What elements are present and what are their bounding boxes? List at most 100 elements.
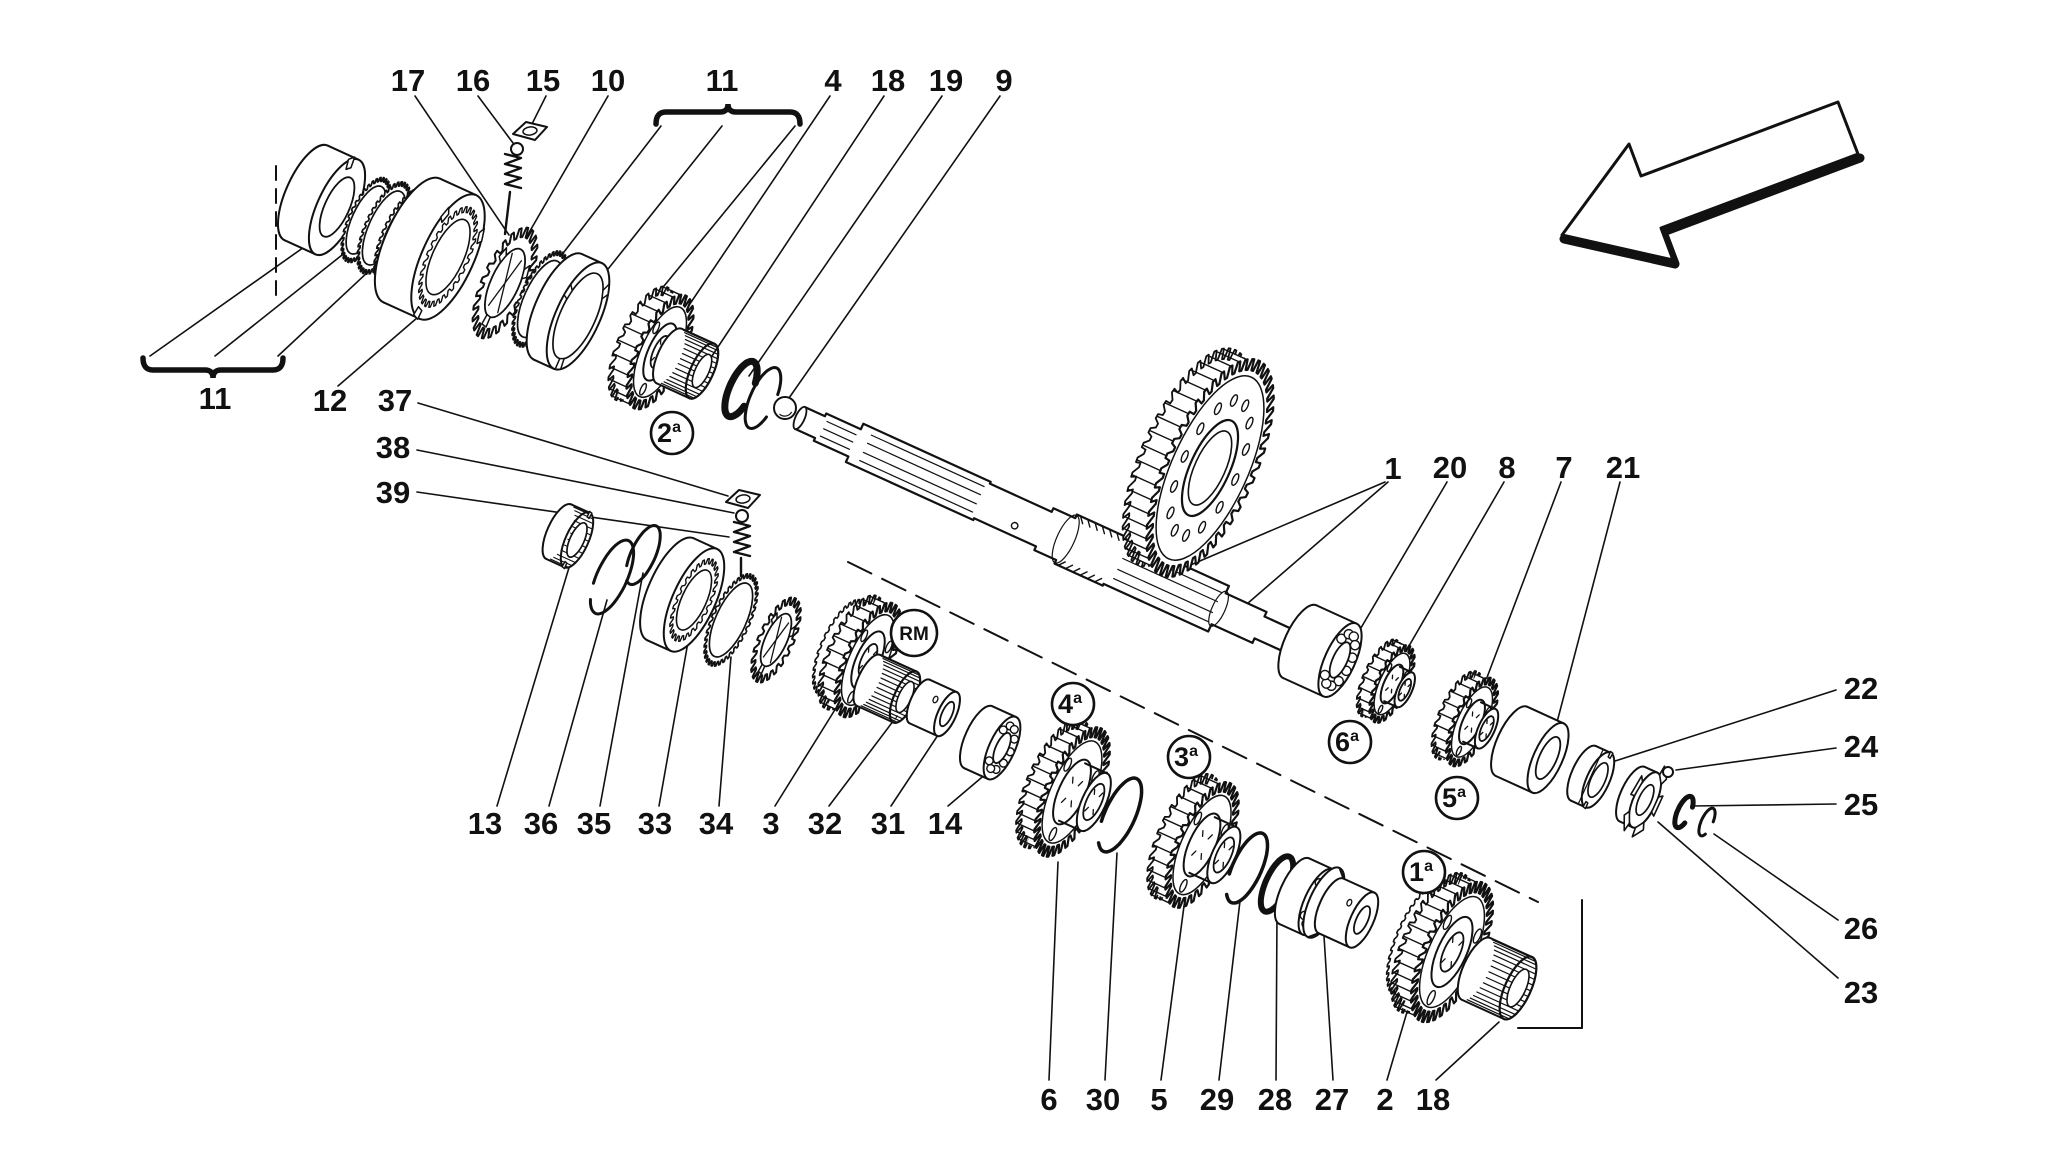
gear-position-label-1a: 1a (1401, 849, 1447, 895)
needle-bearing-32 (852, 653, 922, 724)
callout-19: 19 (929, 63, 963, 98)
callout-4: 4 (824, 63, 842, 98)
toothed-ring-34 (703, 573, 759, 667)
gear-position-text-1a: 1a (1409, 857, 1433, 887)
callout-11-left: 11 (199, 381, 232, 416)
fifth-speed-pinion-7 (1430, 670, 1500, 768)
synchro-drum-33 (639, 536, 726, 653)
synchro-ring-10 (471, 226, 539, 340)
leader-17 (414, 95, 510, 236)
parts-drawing (276, 121, 1717, 1024)
leader-10 (511, 95, 609, 263)
detent-pad-37 (725, 489, 761, 509)
leader-13 (496, 560, 572, 807)
needle-bearing-18b (1456, 936, 1538, 1021)
leader-30 (1104, 852, 1118, 1081)
callout-7: 7 (1555, 450, 1572, 485)
leader-27 (1323, 935, 1334, 1081)
sliding-sleeve-12 (373, 176, 486, 321)
direction-arrow (1559, 100, 1865, 269)
leader-37 (417, 402, 729, 497)
gear-position-label-6a: 6a (1327, 719, 1373, 765)
callout-18a: 18 (871, 63, 905, 98)
callout-8: 8 (1498, 450, 1515, 485)
detent-spring-17 (503, 152, 523, 190)
leader-28 (1275, 911, 1278, 1081)
hub-bushing-2 (1302, 866, 1380, 949)
callout-39: 39 (376, 475, 410, 510)
callout-2: 2 (1376, 1082, 1393, 1117)
ring-nut-22 (1566, 744, 1616, 810)
leader-7 (1482, 481, 1562, 689)
leader-26 (1713, 833, 1839, 921)
brace-11-top (653, 103, 803, 127)
callout-29: 29 (1200, 1082, 1234, 1117)
callout-23: 23 (1844, 975, 1878, 1010)
gear-position-label-2a: 2a (649, 410, 695, 456)
ball-9 (773, 396, 797, 420)
callout-21: 21 (1606, 450, 1640, 485)
snap-ring-29 (1224, 831, 1270, 905)
callout-11-top: 11 (706, 63, 739, 98)
callout-31: 31 (871, 806, 905, 841)
detent-ball-38 (735, 509, 749, 523)
detent-pin-17 (503, 190, 512, 236)
leader-34 (718, 656, 732, 807)
callout-25: 25 (1844, 787, 1878, 822)
leader-19 (748, 95, 943, 377)
callout-24: 24 (1844, 729, 1879, 764)
fourth-speed-gear-6 (1015, 718, 1112, 858)
gear-position-text-4a: 4a (1058, 689, 1082, 719)
leader-21 (1555, 481, 1621, 727)
leader-3 (774, 691, 847, 807)
gear-position-label-4a: 4a (1050, 681, 1096, 727)
construction-lines (275, 165, 1539, 903)
needle-bearing-18 (652, 327, 720, 400)
third-speed-gear-5 (1146, 773, 1242, 909)
callout-10: 10 (591, 63, 625, 98)
leader-4 (672, 95, 831, 330)
group-corner-marks (1517, 899, 1583, 1029)
ring-nut-13 (541, 503, 595, 570)
braces: 11 11 (140, 63, 803, 416)
leader-22 (1611, 689, 1837, 763)
leader-20 (1354, 481, 1448, 639)
gear-position-text-3a: 3a (1174, 742, 1198, 772)
thrust-ring-28 (1257, 853, 1297, 915)
gear-position-label-5a: 5a (1434, 775, 1480, 821)
detent-pad-15 (512, 121, 548, 141)
sixth-speed-pinion-8 (1355, 638, 1416, 724)
gear-position-text-5a: 5a (1442, 783, 1466, 813)
callout-26: 26 (1844, 911, 1878, 946)
spring-ring-35 (625, 523, 662, 587)
callout-18b: 18 (1416, 1082, 1450, 1117)
synchro-hub-11 (525, 252, 611, 371)
leader-31 (890, 728, 943, 807)
callout-37: 37 (378, 383, 412, 418)
synchro-ring-rm (750, 596, 802, 684)
bearing-14 (958, 704, 1022, 781)
callout-1: 1 (1384, 451, 1401, 486)
leader-18b (1435, 1021, 1500, 1081)
callout-5: 5 (1150, 1082, 1167, 1117)
callout-16: 16 (456, 63, 490, 98)
circlip-26 (1697, 806, 1717, 838)
circlip-36 (588, 538, 636, 616)
bearing-21 (1490, 705, 1570, 795)
leader-24 (1675, 747, 1837, 771)
gear-position-label-3a: 3a (1166, 734, 1212, 780)
callout-20: 20 (1433, 450, 1467, 485)
callout-6: 6 (1040, 1082, 1057, 1117)
brace-11-left (140, 355, 286, 379)
leader-23 (1657, 821, 1839, 979)
snap-ring-30 (1096, 776, 1144, 854)
callout-33: 33 (638, 806, 672, 841)
leader-32 (828, 715, 898, 807)
leader-1 (1239, 481, 1389, 611)
callout-28: 28 (1258, 1082, 1292, 1117)
detent-spring-39 (732, 520, 752, 558)
